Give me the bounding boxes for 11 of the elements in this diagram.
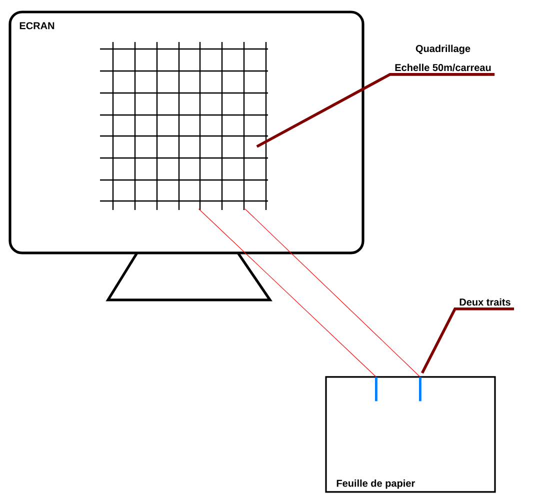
pencil-mark	[419, 377, 422, 402]
leader-line	[420, 307, 514, 374]
pencil-mark	[375, 377, 378, 402]
paper-sheet: Feuille de papier	[325, 376, 496, 493]
grid-drawing	[100, 42, 268, 210]
screen-box: ECRAN	[8, 10, 364, 254]
leader-line	[256, 73, 495, 148]
projection-line	[244, 208, 420, 378]
callout-text: Quadrillage Echelle 50m/carreau	[395, 44, 491, 72]
callout-text: Deux traits	[460, 298, 510, 306]
projection-line	[198, 208, 376, 378]
